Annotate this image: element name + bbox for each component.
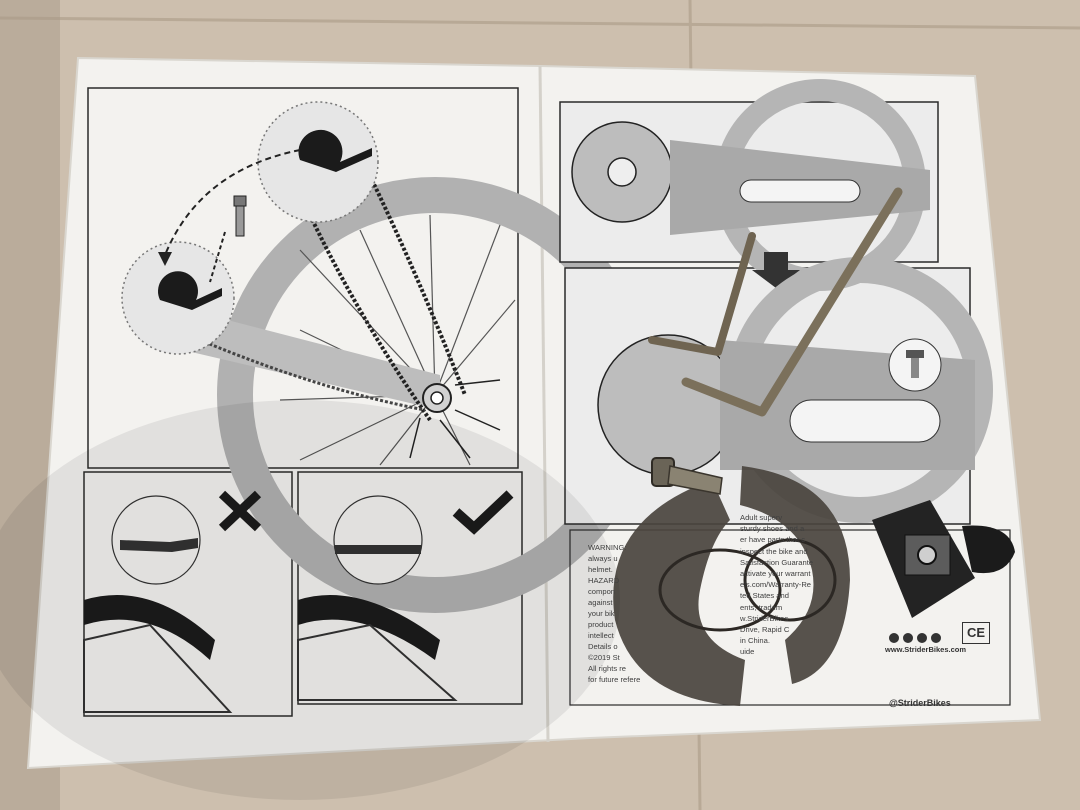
website-url: www.StriderBikes.com xyxy=(885,645,966,654)
guard-ridge xyxy=(658,548,782,632)
warning-line: helmet. xyxy=(588,565,613,574)
x-mark-icon xyxy=(218,490,262,532)
allen-wrench-large xyxy=(681,187,903,417)
warning-line: ©2019 St xyxy=(588,653,620,662)
chain-guard-right-half xyxy=(740,466,850,684)
warning-line: HAZARD xyxy=(588,576,620,585)
chain-guard-left-half xyxy=(613,480,745,706)
warning-line: product xyxy=(588,620,614,629)
warning-line: for future refere xyxy=(588,675,641,684)
tile-seam xyxy=(0,16,1080,30)
hub-pointer-arrows xyxy=(409,379,501,459)
youtube-icon xyxy=(931,633,941,643)
panel-bottom-left-x-frame xyxy=(83,471,293,717)
bike-chain-lower xyxy=(199,338,426,412)
frame-dropout-wrong xyxy=(84,595,215,660)
warning-text-block: WARNING: always u helmet. HAZARD compon … xyxy=(588,542,738,685)
rear-hub-nut xyxy=(430,391,444,405)
warning-fragment: ents, tradem xyxy=(740,602,783,612)
bike-chain xyxy=(308,179,467,422)
right-mid-slot xyxy=(789,399,941,443)
warning-line: always u xyxy=(588,554,618,563)
crank-arm-lower xyxy=(158,271,222,310)
detail-circle-wrong xyxy=(111,495,201,585)
detail-circle-right xyxy=(333,495,423,585)
warning-fragment: uide xyxy=(740,647,755,657)
metal-bracket xyxy=(872,500,1015,618)
warning-fragment: sturdy shoes and a xyxy=(740,524,805,534)
sheet-fold xyxy=(538,65,550,743)
misaligned-plates xyxy=(120,538,198,552)
warning-fragment: els.com/Warranty-Re xyxy=(740,580,812,590)
warning-line: WARNING: xyxy=(588,543,627,552)
warning-fragment: w.StriderBikes xyxy=(740,613,789,623)
warning-fragment: Adult superv xyxy=(740,513,783,522)
warning-text-fragments: Adult superv sturdy shoes and a er have … xyxy=(740,512,890,658)
dashed-arrow-head xyxy=(158,252,172,266)
warning-line: All rights re xyxy=(588,664,626,673)
social-handle: @StriderBikes xyxy=(889,698,951,708)
ce-mark: CE xyxy=(962,622,990,644)
instagram-icon xyxy=(903,633,913,643)
dashed-arc-arrow xyxy=(164,149,301,256)
warning-fragment: in China. xyxy=(740,636,770,646)
check-mark-icon xyxy=(452,490,514,535)
right-mid-sprocket xyxy=(597,334,739,476)
allen-wrench-small xyxy=(648,232,756,356)
warning-line: your bik xyxy=(588,609,615,618)
bolt-object xyxy=(651,457,723,495)
warning-line: Details o xyxy=(588,642,618,651)
social-icons xyxy=(889,633,941,643)
guard-ridge-right xyxy=(743,538,837,622)
right-top-slot xyxy=(739,179,861,203)
panel-top-left-frame xyxy=(87,87,519,469)
frame-dropout-right-lower xyxy=(297,623,458,701)
right-top-crank-hub xyxy=(607,157,637,187)
crank-arm-upper xyxy=(298,129,372,172)
warning-fragment: Satisfaction Guarante xyxy=(740,557,814,567)
warning-fragment: ted States and xyxy=(740,591,789,601)
aligned-plates xyxy=(335,545,421,554)
warning-fragment: activate your warrant xyxy=(740,569,811,579)
warning-fragment: inspect the bike and xyxy=(740,546,808,556)
warning-fragment: Drive, Rapid C xyxy=(740,625,790,635)
facebook-icon xyxy=(889,633,899,643)
warning-fragment: er have parts that c xyxy=(740,535,806,545)
warning-line: intellect xyxy=(588,631,614,640)
frame-dropout-right xyxy=(298,595,440,660)
screw-icon xyxy=(906,350,924,378)
warning-line: compon xyxy=(588,587,616,596)
frame-dropout-wrong-lower xyxy=(83,623,233,713)
bolt-illustration xyxy=(209,195,247,283)
twitter-icon xyxy=(917,633,927,643)
hand-shadow xyxy=(0,400,620,800)
warning-line: against xyxy=(588,598,613,607)
